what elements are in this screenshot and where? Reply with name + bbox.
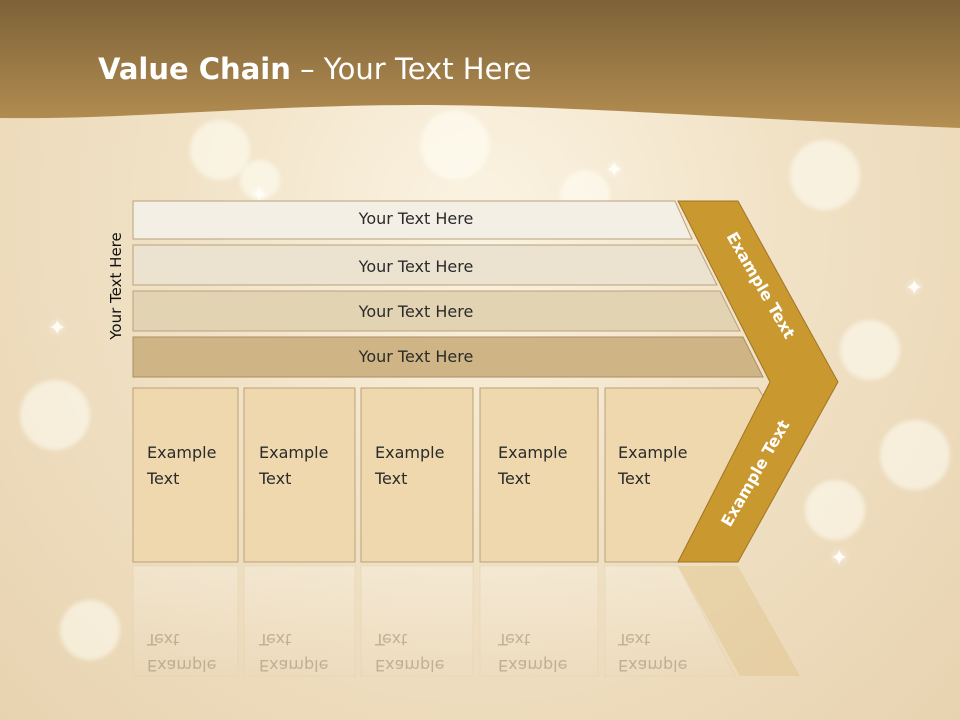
bar-2[interactable]: Your Text Here [132, 244, 718, 286]
reflection-2-line2: Text [258, 630, 291, 649]
reflection-3-line2: Text [374, 630, 407, 649]
column-2[interactable]: Example Text [243, 387, 356, 563]
column-3[interactable]: Example Text [360, 387, 474, 563]
column-4-line1: Example [498, 443, 567, 462]
reflection-5-line2: Text [617, 630, 650, 649]
column-3-line1: Example [375, 443, 444, 462]
column-4-line2: Text [497, 469, 530, 488]
reflection-2-line1: Example [259, 656, 328, 675]
page-title: Value Chain – Your Text Here [98, 52, 532, 86]
reflection-4-line2: Text [497, 630, 530, 649]
column-4[interactable]: Example Text [479, 387, 599, 563]
page-title-rest: – Your Text Here [290, 52, 532, 86]
bar-4-label: Your Text Here [358, 347, 474, 366]
bar-2-label: Your Text Here [358, 257, 474, 276]
reflection-1-line1: Example [147, 656, 216, 675]
column-5[interactable]: Example Text [604, 387, 764, 563]
reflection-5-line1: Example [618, 656, 687, 675]
bar-3-label: Your Text Here [358, 302, 474, 321]
column-2-line2: Text [258, 469, 291, 488]
reflection-1-line2: Text [146, 630, 179, 649]
column-1[interactable]: Example Text [132, 387, 239, 563]
bar-3[interactable]: Your Text Here [132, 290, 741, 332]
bar-4[interactable]: Your Text Here [132, 336, 764, 378]
column-3-line2: Text [374, 469, 407, 488]
column-1-line2: Text [146, 469, 179, 488]
bar-1[interactable]: Your Text Here [132, 200, 693, 240]
column-1-line1: Example [147, 443, 216, 462]
column-5-line1: Example [618, 443, 687, 462]
page-title-bold: Value Chain [98, 52, 291, 86]
reflection-3-line1: Example [375, 656, 444, 675]
reflection-4-line1: Example [498, 656, 567, 675]
column-2-line1: Example [259, 443, 328, 462]
column-5-line2: Text [617, 469, 650, 488]
reflection: Example Text Example Text Example Text E… [132, 565, 800, 677]
header-band [0, 0, 960, 128]
bar-1-label: Your Text Here [358, 209, 474, 228]
